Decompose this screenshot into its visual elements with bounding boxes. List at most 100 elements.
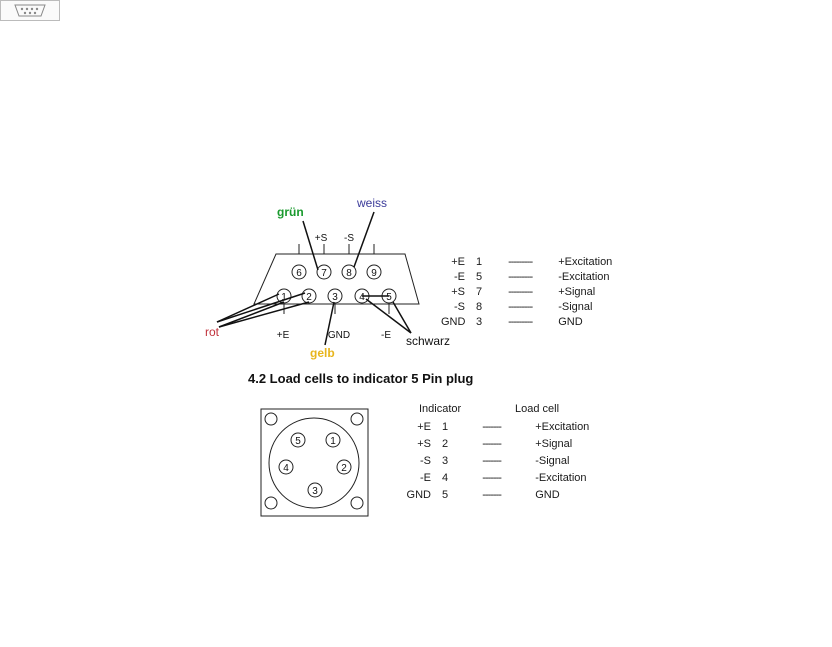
plug5-table-row: GND 5 ------- GND [405,489,560,501]
db9-pin-9 [366,264,382,280]
table-pin: 1 [441,421,449,433]
plug5-table-row: -E 4 ------- -Excitation [405,472,587,484]
plug5-table-row: +E 1 ------- +Excitation [405,421,589,433]
plug5-pin-3-label: 3 [312,486,318,497]
section-heading: 4.2 Load cells to indicator 5 Pin plug [248,371,474,386]
table-pin: 3 [441,455,449,467]
table-indicator: +S [417,438,431,450]
table-loadcell: +Excitation [558,256,613,268]
db9-bottom-pins: 1 2 3 4 5 [276,288,397,304]
wire-label-gruen: grün [277,205,304,219]
db9-connector-icon [0,0,60,21]
table-dash: ------- [482,489,502,501]
plug5-mount-hole-bl [264,496,278,510]
table-pin: 1 [475,256,483,268]
db9-pin-2-label: 2 [306,292,312,303]
table-indicator: GND [406,489,431,501]
table-pin: 8 [475,301,483,313]
table-dash: ------- [482,472,502,484]
table-indicator: +E [451,256,465,268]
plug5-pin-2-label: 2 [341,463,347,474]
table-indicator: -S [454,301,465,313]
db9-pin-3-label: 3 [332,292,338,303]
table-loadcell: +Excitation [535,421,590,433]
table-loadcell: -Signal [535,455,570,467]
plug5-table-header-loadcell: Load cell [515,403,560,415]
table-pin: 7 [475,286,483,298]
db9-table-row: -S 8 --------- -Signal [441,301,592,313]
table-dash: --------- [508,271,533,283]
db9-pin-9-label: 9 [371,268,377,279]
table-dash: --------- [508,286,533,298]
wire-lines [216,211,412,346]
table-dash: --------- [508,301,533,313]
table-dash: --------- [508,256,533,268]
db9-pin-4-label: 4 [359,292,365,303]
plug5-pin-4-label: 4 [283,463,289,474]
table-dash: --------- [508,316,533,328]
table-loadcell: GND [535,489,560,501]
db9-pin-1 [276,288,292,304]
db9-pin-6-label: 6 [296,268,302,279]
table-indicator: +E [417,421,431,433]
plug5-pin-3 [307,482,323,498]
db9-table-row: +E 1 --------- +Excitation [441,256,612,268]
table-indicator: -E [420,472,431,484]
plug5-mount-hole-tr [350,412,364,426]
db9-outline [253,253,420,305]
plug5-body [268,417,360,509]
plug5-pin-1 [325,432,341,448]
db9-label-minus-s: -S [344,233,354,244]
table-indicator: +S [451,286,465,298]
db9-table-row: GND 3 --------- GND [441,316,583,328]
table-loadcell: +Signal [558,286,596,298]
plug5-mount-hole-br [350,496,364,510]
plug5-pin-1-label: 1 [330,436,336,447]
db9-label-plus-e: +E [277,330,290,341]
db9-pin-8-label: 8 [346,268,352,279]
table-loadcell: +Signal [535,438,573,450]
db9-pin-2 [301,288,317,304]
db9-table-row: -E 5 --------- -Excitation [441,271,610,283]
table-pin: 3 [475,316,483,328]
db9-pin-7-label: 7 [321,268,327,279]
db9-pin-3 [327,288,343,304]
wire-label-gelb: gelb [310,346,335,360]
table-loadcell: -Excitation [558,271,610,283]
db9-pin-5-label: 5 [386,292,392,303]
table-dash: ------- [482,455,502,467]
wire-label-weiss: weiss [357,196,388,210]
db9-label-minus-e: -E [381,330,391,341]
table-indicator: GND [441,316,466,328]
table-dash: ------- [482,438,502,450]
plug5-pin-4 [278,459,294,475]
db9-pin-7 [316,264,332,280]
plug5-pin-5-label: 5 [295,436,301,447]
db9-table-row: +S 7 --------- +Signal [441,286,595,298]
wire-label-rot: rot [205,325,220,339]
table-pin: 5 [441,489,449,501]
plug5-table-row: -S 3 ------- -Signal [405,455,569,467]
db9-pin-6 [291,264,307,280]
plug5-table-row: +S 2 ------- +Signal [405,438,572,450]
plug5-outline [260,408,369,517]
plug5-mount-hole-tl [264,412,278,426]
table-indicator: -E [454,271,465,283]
db9-label-gnd: GND [328,330,350,341]
db9-pin-1-label: 1 [281,292,287,303]
table-pin: 5 [475,271,483,283]
plug5-pin-5 [290,432,306,448]
table-pin: 4 [441,472,449,484]
table-indicator: -S [420,455,431,467]
plug5-pin-2 [336,459,352,475]
table-loadcell: -Signal [558,301,593,313]
table-loadcell: -Excitation [535,472,587,484]
db9-pin-8 [341,264,357,280]
table-pin: 2 [441,438,449,450]
db9-top-pins: 6 7 8 9 [291,264,382,280]
table-dash: ------- [482,421,502,433]
wire-label-schwarz: schwarz [406,334,451,348]
table-loadcell: GND [558,316,583,328]
db9-icon-graphic [14,4,46,17]
